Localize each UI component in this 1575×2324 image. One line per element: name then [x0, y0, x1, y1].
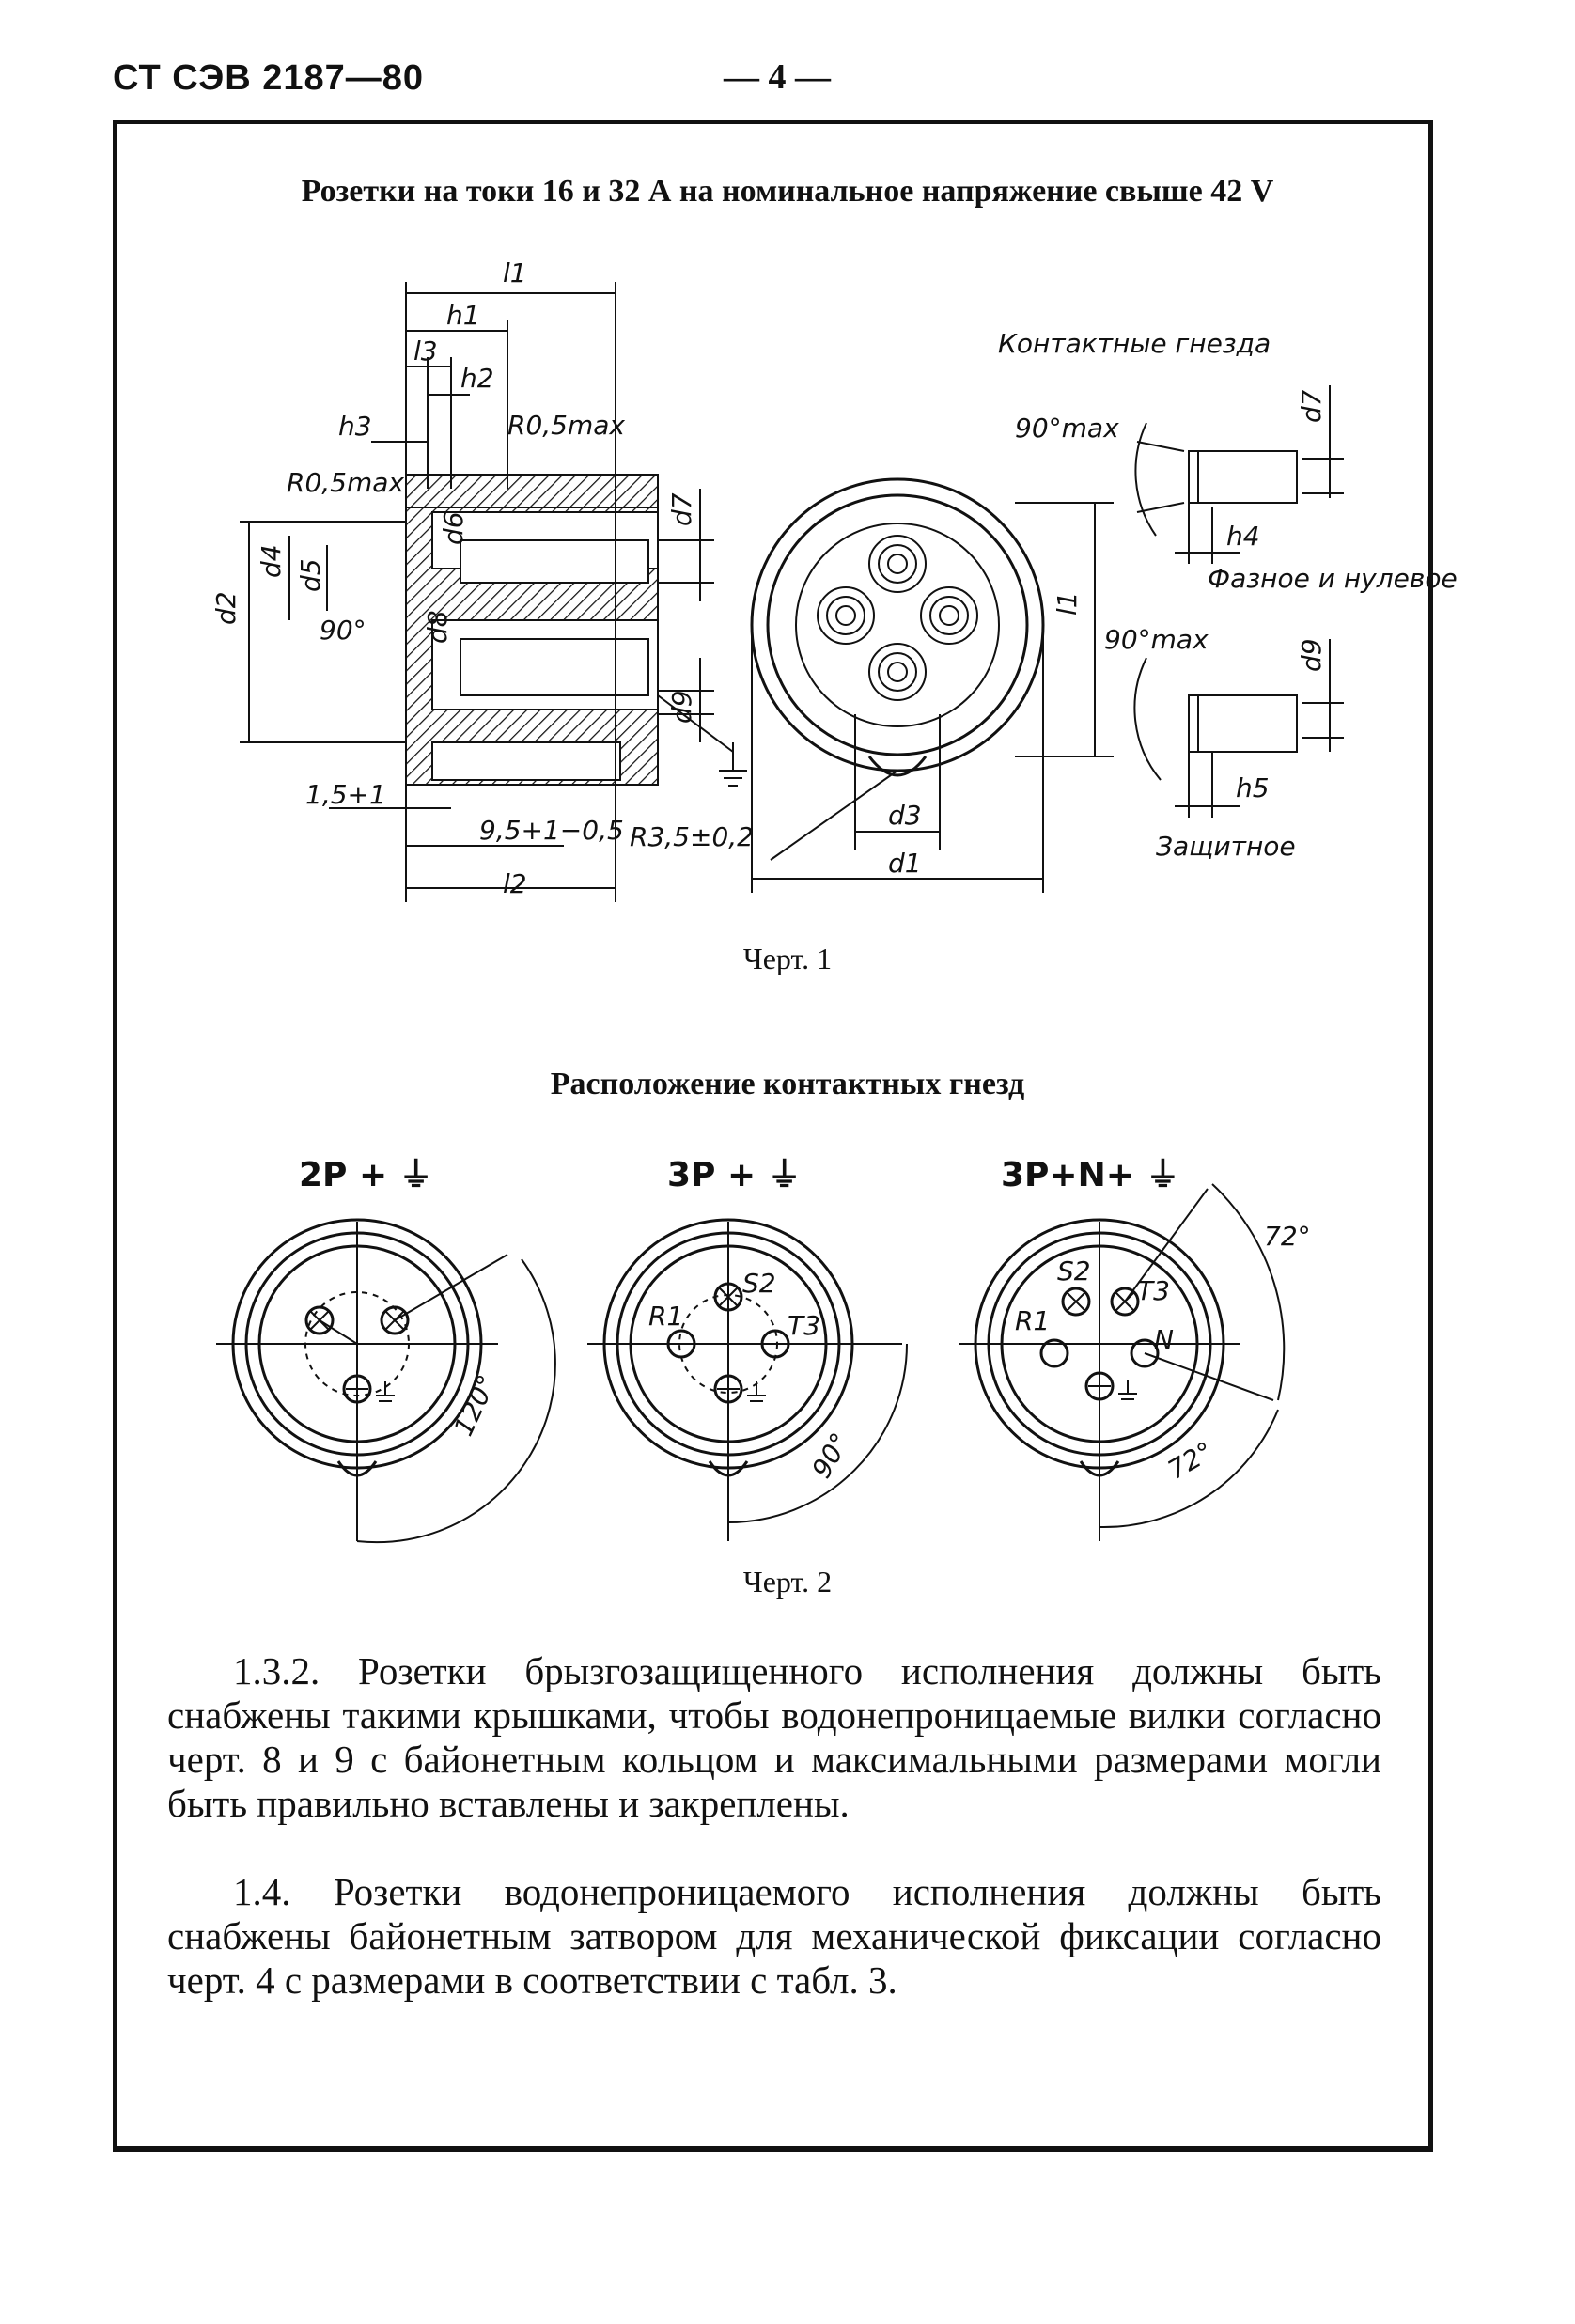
- dim-d5: d5: [295, 558, 326, 592]
- dim-9-5: 9,5+1−0,5: [479, 815, 624, 846]
- figure-1-caption: Черт. 1: [742, 942, 833, 975]
- dim-d7-detail: d7: [1296, 389, 1327, 423]
- dim-d7: d7: [666, 492, 697, 526]
- dim-d3: d3: [888, 800, 922, 831]
- document-code: СТ СЭВ 2187—80: [113, 58, 425, 98]
- dim-d9: d9: [666, 690, 697, 724]
- dim-r05-left: R0,5max: [287, 467, 404, 498]
- figure-1-drawing: l1 h1 l3 h2 h3 R0,5max R0,5max d2 d4 d5 …: [211, 257, 1458, 902]
- label-protective: Защитное: [1156, 831, 1296, 862]
- dim-d6: d6: [438, 511, 469, 545]
- page-frame: [113, 120, 1433, 2152]
- dim-l2: l2: [503, 868, 527, 899]
- section-title-sockets: Розетки на токи 16 и 32 А на номинальное…: [301, 174, 1274, 209]
- dim-d4: d4: [256, 544, 287, 578]
- dim-h5: h5: [1236, 772, 1270, 803]
- section-title-layout: Расположение контактных гнезд: [550, 1067, 1025, 1101]
- figure-2-caption: Черт. 2: [742, 1565, 833, 1599]
- dim-h1: h1: [446, 300, 480, 331]
- dim-d9-detail: d9: [1296, 638, 1327, 672]
- dim-90max-bottom: 90°max: [1104, 624, 1209, 655]
- dim-d1: d1: [888, 848, 922, 879]
- paragraph-1-3-2: 1.3.2. Розетки брызгозащищенного исполне…: [167, 1649, 1381, 1825]
- dim-d2: d2: [211, 591, 242, 625]
- page-number: — 4 —: [724, 57, 831, 97]
- dim-h4: h4: [1226, 521, 1260, 552]
- dim-h3: h3: [338, 411, 372, 442]
- dim-h2: h2: [460, 363, 494, 394]
- contacts-title: Контактные гнезда: [998, 328, 1271, 359]
- dim-1-5: 1,5+1: [305, 779, 386, 810]
- dim-l1: l1: [503, 257, 527, 289]
- dim-angle-90: 90°: [320, 615, 366, 646]
- dim-l1-front: l1: [1052, 591, 1083, 616]
- dim-l3: l3: [413, 335, 438, 367]
- dim-d8: d8: [422, 610, 453, 644]
- dim-r3-5: R3,5±0,2: [630, 821, 754, 852]
- dim-90max-top: 90°max: [1015, 413, 1119, 444]
- paragraph-1-4: 1.4. Розетки водонепроницаемого исполнен…: [167, 1870, 1381, 2002]
- dim-r05-top: R0,5max: [507, 410, 625, 441]
- label-phase-neutral: Фазное и нулевое: [1208, 563, 1458, 594]
- contact-sockets: [817, 535, 978, 701]
